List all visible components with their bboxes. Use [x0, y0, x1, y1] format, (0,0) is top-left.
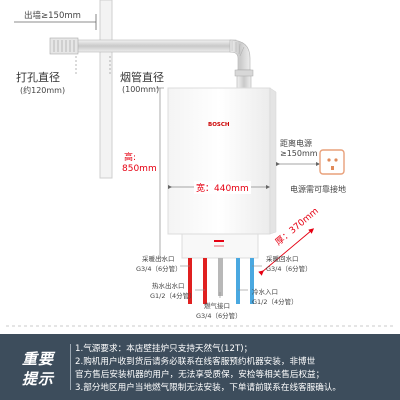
notice-item: 3.部分地区用户当地燃气限制无法安装，下单请前联系在线客服确认。	[75, 383, 342, 393]
gas-inlet-size: G3/4（6分管）	[196, 312, 242, 320]
boiler-drawing	[6, 0, 394, 327]
height-value: 850mm	[122, 164, 157, 174]
hot-water-outlet-name: 热水出水口	[152, 282, 185, 290]
pipe-heating-return	[250, 258, 254, 304]
notice-title-line1: 重要	[21, 350, 54, 368]
wall	[99, 0, 113, 179]
power-socket	[319, 149, 345, 175]
brand-logo: BOSCH	[208, 122, 230, 128]
notice-item: 2.购机用户收到货后请务必联系在线客服预约机器安装，非博世	[75, 357, 316, 367]
boiler-lower-panel	[181, 233, 259, 259]
pipe-cold-water	[236, 258, 240, 304]
notice-divider	[70, 344, 71, 390]
flue-pipe-horizontal	[57, 39, 237, 53]
hole-diameter-label: 打孔直径	[16, 71, 60, 84]
hole-diameter-value: (约120mm)	[20, 86, 66, 95]
width-label: 宽：440mm	[194, 181, 251, 194]
boiler-body	[167, 87, 271, 235]
notice-item: 1.气源要求：本店壁挂炉只支持天然气(12T)；	[75, 344, 253, 354]
pipe-gas	[218, 258, 223, 296]
boiler-display-light	[214, 240, 224, 242]
notice-item: 官方售后安装机器的用户，无法享受质保，安检等相关售后权益；	[75, 370, 325, 380]
wall-clearance-label: 出墙≥150mm	[24, 11, 81, 21]
important-notice-panel: 重要 提示 1.气源要求：本店壁挂炉只支持天然气(12T)； 2.购机用户收到货…	[0, 334, 400, 400]
heating-return-name: 采暖回水口	[266, 255, 299, 263]
heating-outlet-name: 采暖出水口	[142, 255, 175, 263]
heating-return-size: G3/4（6分管）	[266, 265, 312, 273]
depth-dimension	[258, 228, 315, 276]
gas-inlet-name: 燃气接口	[204, 302, 230, 310]
flue-diameter-value: (100mm)	[122, 85, 160, 94]
power-socket-note: 电源需可靠接地	[290, 185, 346, 194]
heating-outlet-size: G3/4（6分管）	[136, 265, 182, 273]
notice-title-line2: 提示	[21, 370, 54, 388]
flue-diameter-label: 烟管直径	[120, 71, 164, 84]
flue-intake-grille	[49, 37, 79, 55]
height-label: 高:	[124, 153, 137, 163]
cold-water-inlet-size: G1/2（4分管）	[252, 298, 298, 306]
hot-water-outlet-size: G1/2（4分管）	[150, 292, 196, 300]
cold-water-inlet-name: 冷水入口	[252, 288, 278, 296]
water-gas-pipes	[188, 258, 254, 304]
pipe-hot-water	[203, 258, 207, 304]
power-distance-label-2: ≥150mm	[280, 149, 318, 158]
pipe-heating-outlet	[188, 258, 192, 304]
power-distance-label-1: 距离电源	[280, 139, 312, 148]
